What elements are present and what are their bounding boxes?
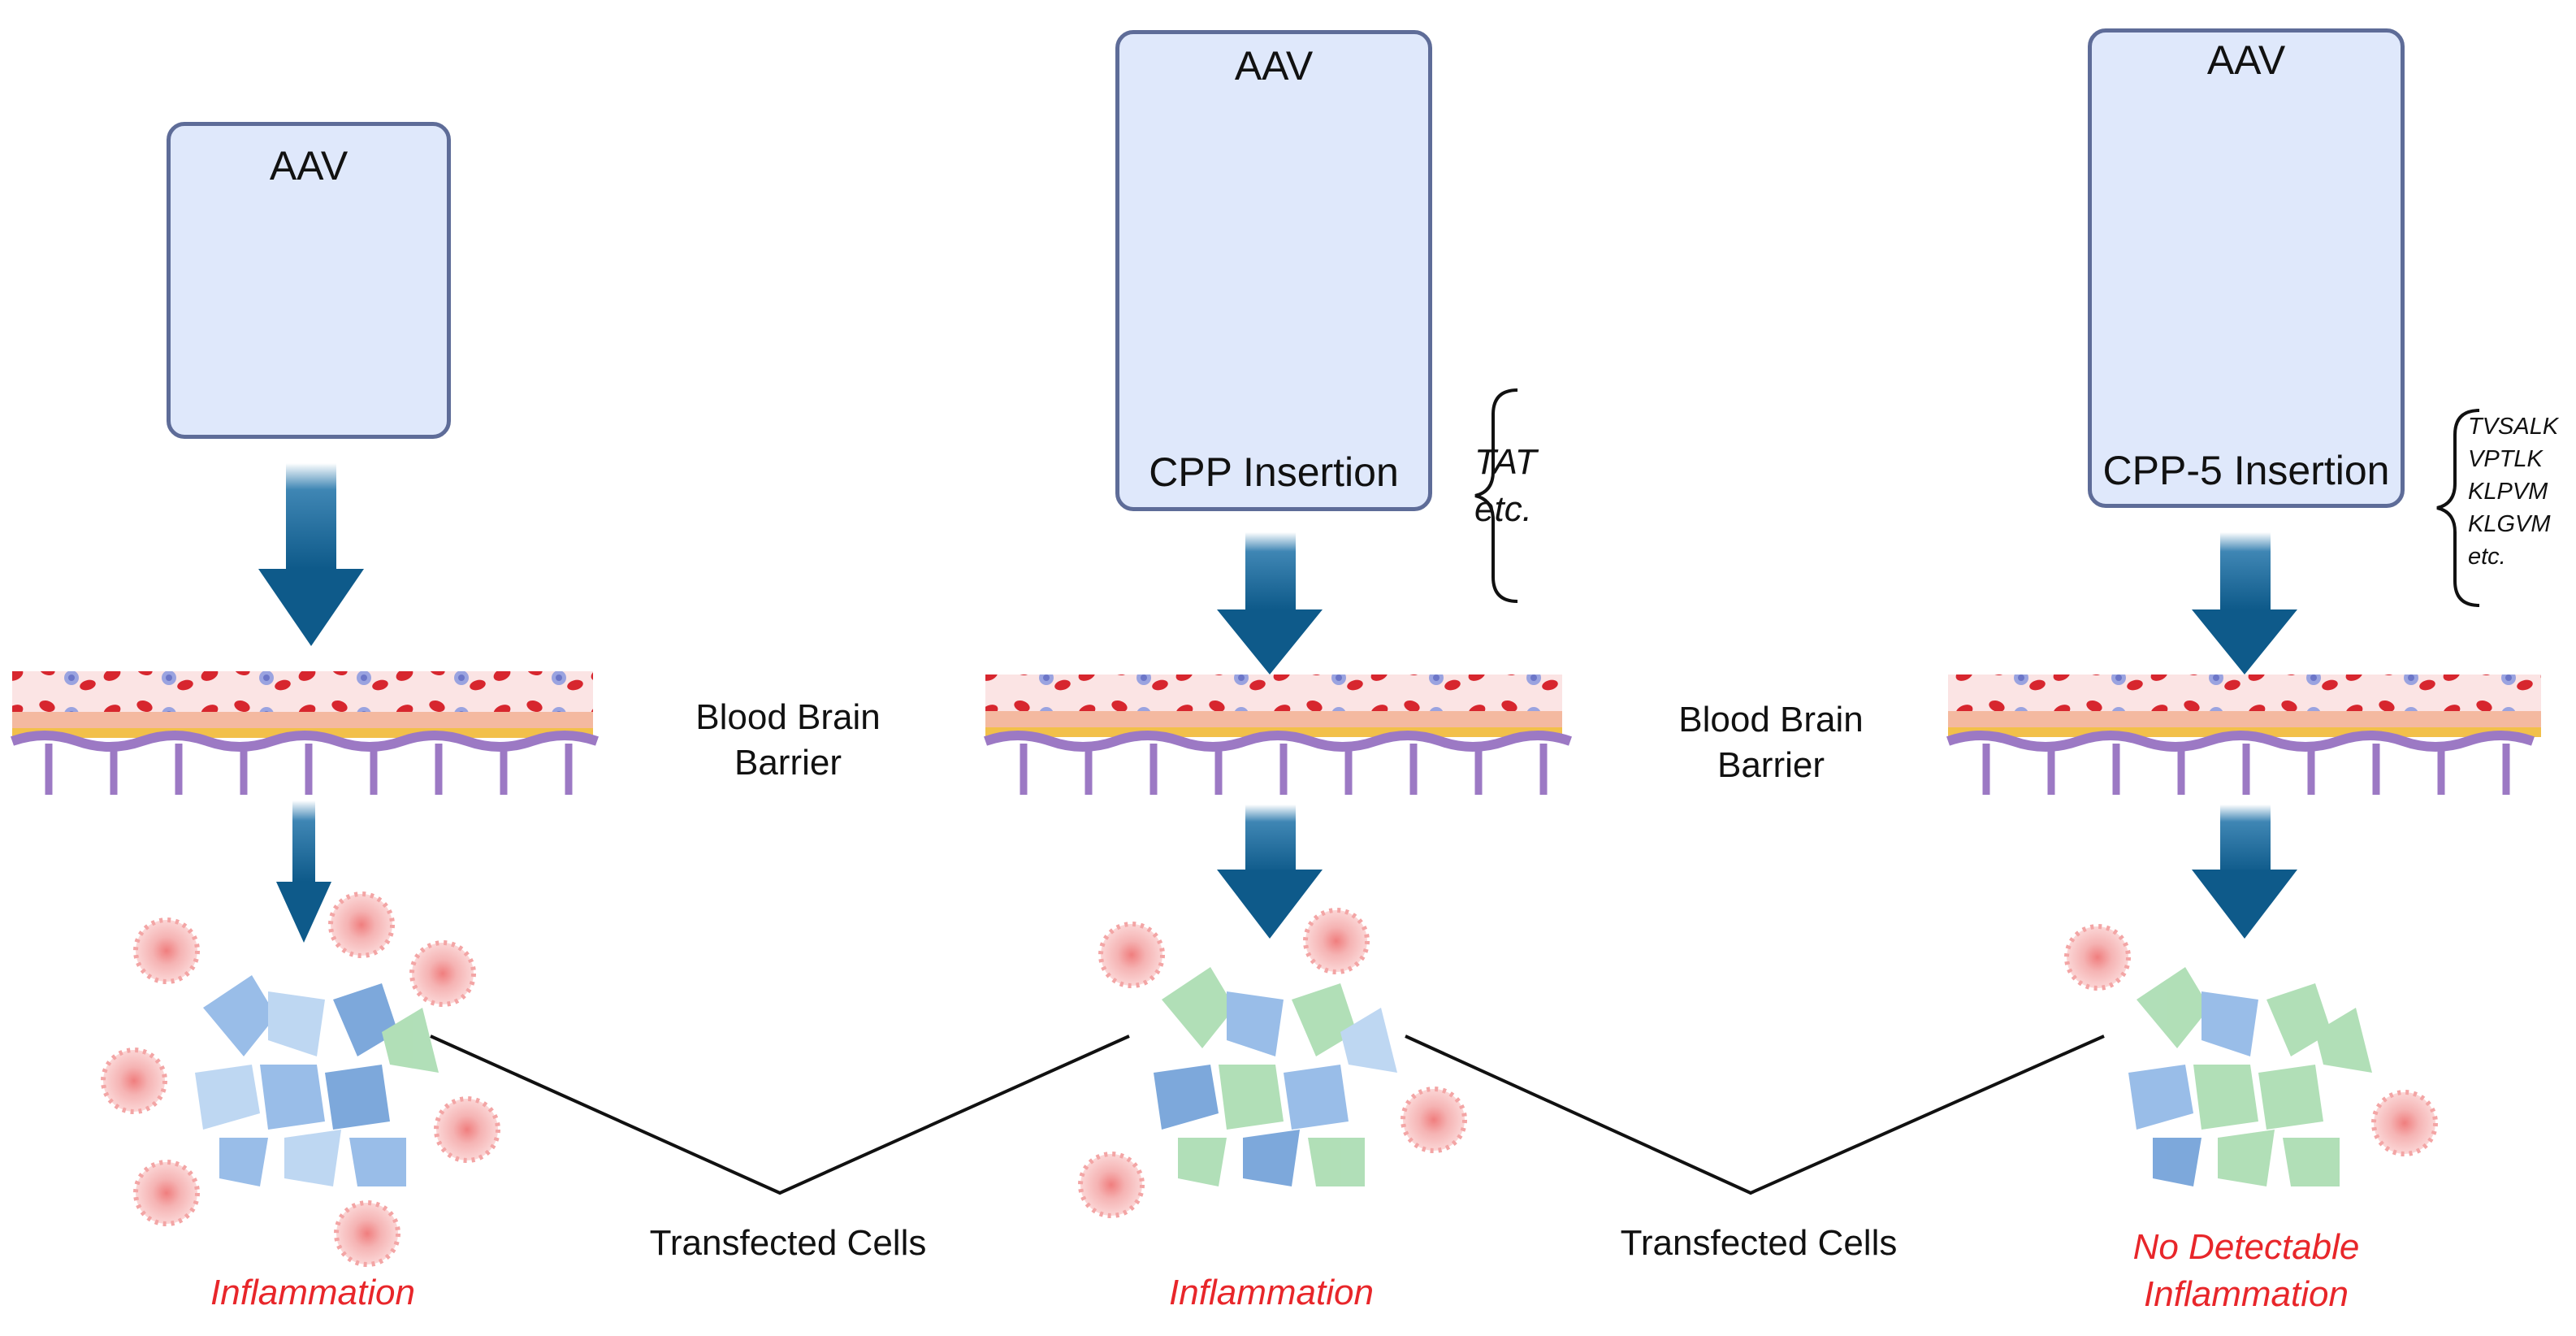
blood-brain-barrier-strip [11,671,599,795]
brace-item: etc. [2468,544,2506,570]
transfected-connector-2 [1405,1035,2105,1195]
arrow-down-icon [2192,532,2297,675]
outcome-label-2: Inflammation [1109,1269,1434,1316]
brain-cells-cluster [1154,967,1397,1186]
immune-cells-inflammation [1078,908,1467,1218]
transfected-label-2: Transfected Cells [1620,1223,1898,1263]
outcome-label-1: Inflammation [150,1269,475,1316]
bbb-label-1: Blood Brain Barrier [666,695,910,786]
outcome-label-3: No Detectable Inflammation [2084,1224,2409,1318]
immune-cells-inflammation [2064,924,2438,1156]
box-title: AAV [269,143,349,189]
insertion-label: CPP Insertion [1149,449,1399,495]
arrow-down-icon [2192,805,2297,939]
small-arrow-down-icon [276,800,331,943]
box-title: AAV [2206,37,2286,83]
bbb-label-line: Blood Brain [695,697,881,737]
brace-item: VPTLK [2468,446,2543,472]
transfected-connector-1 [430,1035,1130,1195]
brace-icon [1474,388,1518,603]
box-title: AAV [1234,43,1314,89]
blood-brain-barrier-strip [984,675,1572,795]
outcome-line: No Detectable [2132,1227,2360,1267]
blood-brain-barrier-strip [1946,675,2541,795]
brace-item: TAT [1474,442,1537,482]
outcome-line: Inflammation [2144,1274,2349,1314]
bbb-label-line: Blood Brain [1678,700,1864,740]
insertion-label: CPP-5 Insertion [2102,448,2390,493]
bbb-label-line: Barrier [734,743,842,783]
bbb-label-line: Barrier [1717,745,1825,785]
bbb-label-2: Blood Brain Barrier [1649,697,1893,788]
brain-cells-cluster [195,975,439,1186]
brace-item: etc. [1474,489,1532,529]
immune-cells-inflammation [101,891,500,1267]
brace-item: KLPVM [2468,479,2548,505]
brace-list-cpp: TAT etc. [1474,439,1537,533]
brain-cells-cluster [2128,967,2372,1186]
transfected-label-1: Transfected Cells [649,1223,927,1263]
outcome-line: Inflammation [210,1273,415,1312]
brace-item: TVSALK [2468,414,2559,440]
connector-lines [430,1035,2105,1195]
panel-1-graphics [11,197,599,1267]
cpp-insertion-box: AAV CPP Insertion [1115,30,1432,511]
arrow-down-icon [1217,532,1323,675]
arrow-down-icon [1217,805,1323,939]
arrow-down-icon [258,463,364,646]
brace-list-cpp5: TVSALK VPTLK KLPVM KLGVM etc. [2468,410,2558,573]
brace-item: KLGVM [2468,511,2551,537]
outcome-line: Inflammation [1169,1273,1374,1312]
brace-icon [2436,409,2480,607]
aav-box-1: AAV [167,122,451,439]
cpp5-insertion-box: AAV CPP-5 Insertion [2088,28,2405,508]
